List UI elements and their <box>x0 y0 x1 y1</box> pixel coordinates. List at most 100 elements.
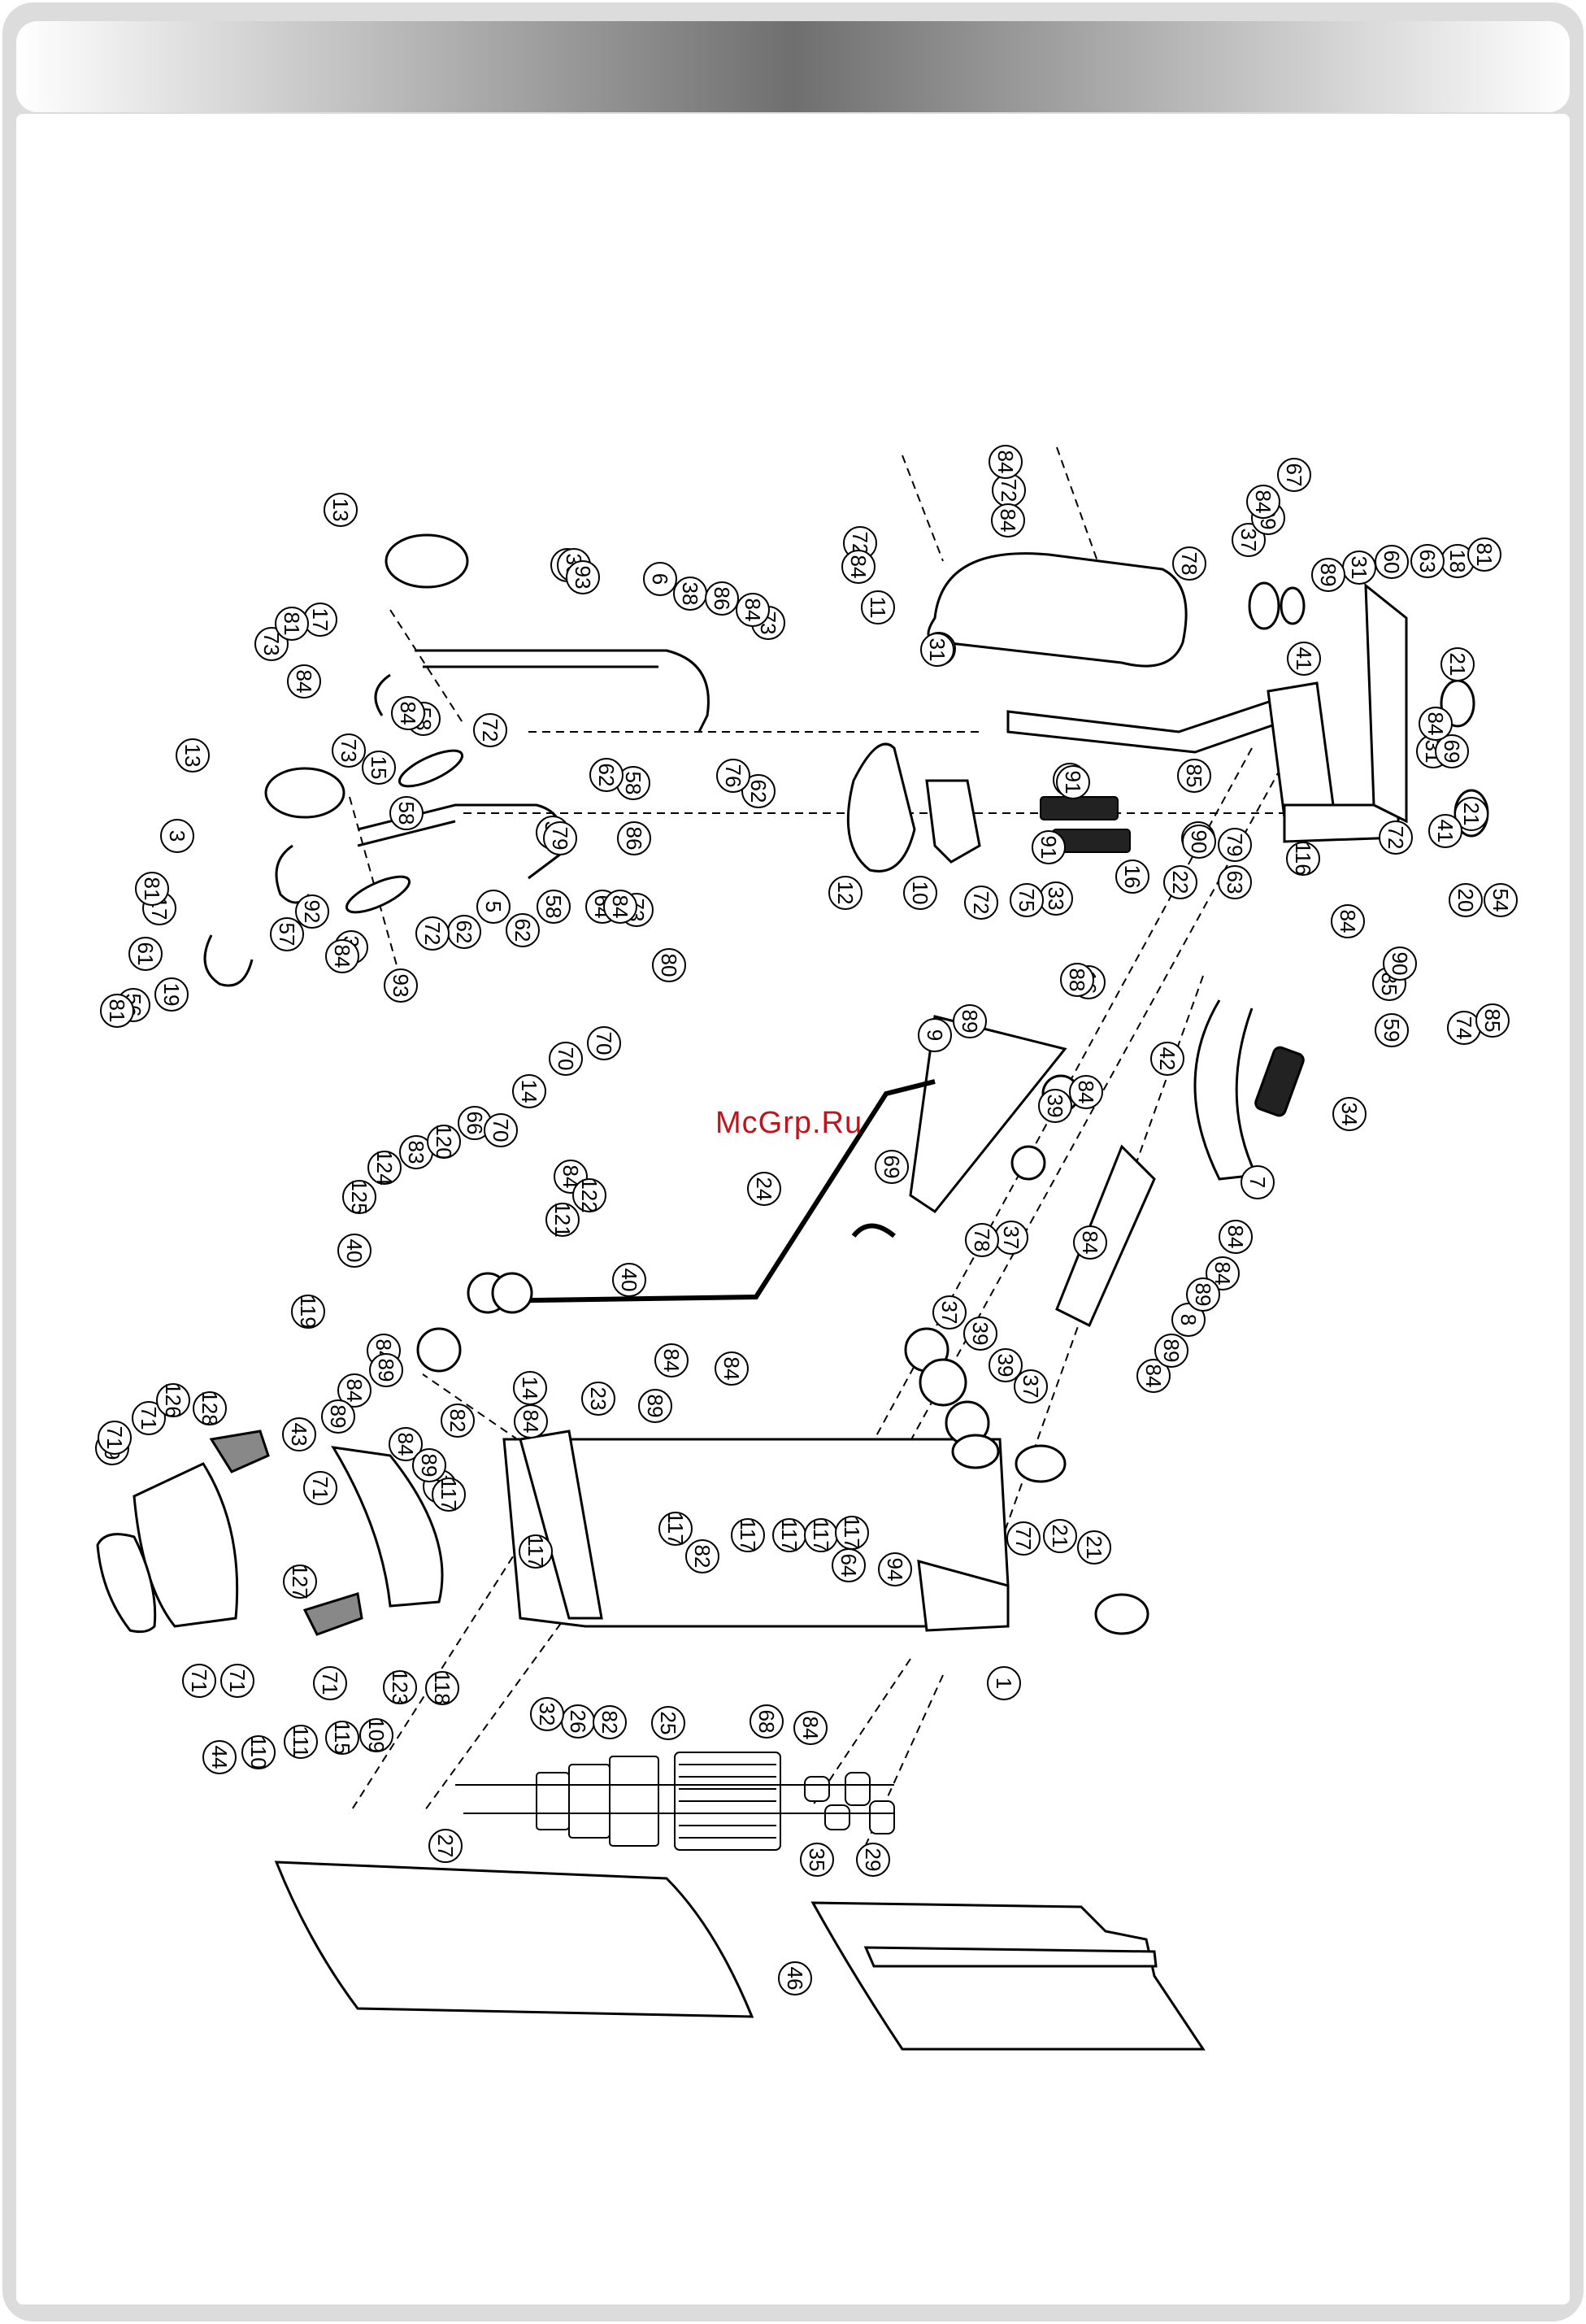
callout-41: 41 <box>1428 814 1462 848</box>
callout-41: 41 <box>1287 642 1321 676</box>
callout-number: 21 <box>1082 1536 1106 1560</box>
callout-number: 37 <box>1019 1375 1043 1399</box>
callout-circle <box>132 1401 166 1435</box>
callout-number: 90 <box>1388 952 1412 976</box>
callout-77: 77 <box>1006 1521 1041 1556</box>
callout-number: 91 <box>1061 771 1085 794</box>
callout-circle <box>1177 759 1211 793</box>
callout-circle <box>270 917 304 951</box>
callout-number: 34 <box>1337 1103 1362 1126</box>
callout-number: 46 <box>783 1967 807 1991</box>
callout-13: 13 <box>176 738 210 772</box>
callout-16: 16 <box>1115 860 1149 894</box>
callout-number: 81 <box>140 877 164 901</box>
callout-circle <box>1163 865 1197 899</box>
callout-circle <box>1014 1369 1048 1404</box>
front-shrouds <box>96 1430 444 1636</box>
callout-circle <box>549 1042 583 1076</box>
callout-number: 127 <box>288 1564 312 1599</box>
callout-90: 90 <box>1383 947 1417 981</box>
callout-circle <box>685 1539 719 1573</box>
callout-circle <box>337 1234 372 1268</box>
callout-number: 117 <box>524 1534 548 1568</box>
callout-number: 117 <box>437 1478 461 1511</box>
callout-number: 89 <box>1316 564 1340 587</box>
callout-circle <box>643 562 677 596</box>
callout-circle <box>1206 1256 1240 1290</box>
callout-number: 41 <box>1292 647 1316 671</box>
callout-circle <box>506 913 540 947</box>
callout-84: 84 <box>989 445 1023 479</box>
callout-circle <box>1419 707 1453 741</box>
callout-72: 72 <box>415 916 450 951</box>
callout-circle <box>283 1565 317 1599</box>
callout-circle <box>287 664 321 699</box>
callout-circle <box>359 1718 393 1752</box>
callout-circle <box>1484 883 1518 917</box>
callout-number: 37 <box>937 1301 962 1325</box>
callout-number: 76 <box>721 764 745 788</box>
callout-117: 117 <box>835 1516 869 1550</box>
callout-71: 71 <box>220 1664 254 1698</box>
callout-115: 115 <box>325 1721 359 1755</box>
callout-circle <box>953 1004 987 1038</box>
callout-84: 84 <box>841 550 876 584</box>
callout-number: 21 <box>1048 1525 1072 1548</box>
callout-59: 59 <box>1375 1013 1409 1047</box>
callout-75: 75 <box>1010 883 1044 917</box>
callout-number: 13 <box>180 744 205 768</box>
callout-number: 84 <box>1078 1231 1102 1255</box>
callout-circle <box>441 1404 475 1438</box>
callout-circle <box>1069 1075 1103 1109</box>
callout-number: 67 <box>1282 463 1306 487</box>
callout-circle <box>1311 558 1345 592</box>
callout-number: 84 <box>608 895 632 919</box>
callout-21: 21 <box>1440 647 1475 681</box>
callout-number: 69 <box>880 1155 904 1179</box>
callout-1: 1 <box>987 1666 1021 1700</box>
callout-11: 11 <box>861 590 895 625</box>
callout-91: 91 <box>1032 830 1066 864</box>
callout-circle <box>254 627 289 661</box>
callout-12: 12 <box>828 876 863 910</box>
callout-number: 115 <box>330 1721 354 1754</box>
callout-number: 15 <box>367 756 391 780</box>
callout-circle <box>415 916 450 951</box>
callout-circle <box>282 1417 316 1451</box>
callout-84: 84 <box>991 503 1025 537</box>
callout-60: 60 <box>1375 545 1409 579</box>
callout-circle <box>1136 1359 1171 1393</box>
callout-number: 42 <box>1155 1047 1180 1071</box>
callout-number: 94 <box>883 1558 907 1582</box>
callout-6: 6 <box>643 562 677 596</box>
callout-circle <box>932 1295 967 1330</box>
callout-14: 14 <box>513 1371 547 1405</box>
callout-number: 84 <box>1210 1262 1235 1286</box>
callout-15: 15 <box>362 751 396 785</box>
callout-124: 124 <box>367 1150 402 1186</box>
callout-circle <box>128 937 163 971</box>
callout-circle <box>1010 883 1044 917</box>
callout-number: 84 <box>519 1410 543 1434</box>
callout-circle <box>325 939 359 973</box>
callout-122: 122 <box>572 1177 606 1213</box>
callout-circle <box>1154 1334 1188 1368</box>
callout-number: 91 <box>1036 836 1061 860</box>
callout-72: 72 <box>992 473 1026 507</box>
callout-number: 21 <box>1445 653 1470 677</box>
callout-121: 121 <box>545 1202 580 1238</box>
callout-number: 24 <box>752 1177 776 1201</box>
callout-80: 80 <box>652 948 686 982</box>
callout-84: 84 <box>325 939 359 973</box>
callout-circle <box>1410 544 1445 578</box>
callout-circle <box>652 948 686 982</box>
callout-89: 89 <box>953 1004 987 1038</box>
callout-number: 89 <box>958 1010 982 1034</box>
callout-71: 71 <box>313 1666 347 1700</box>
callout-37: 37 <box>994 1221 1028 1255</box>
callout-62: 62 <box>741 774 776 808</box>
callout-circle <box>987 1666 1021 1700</box>
callout-circle <box>731 1518 765 1552</box>
callout-number: 88 <box>1065 968 1089 992</box>
